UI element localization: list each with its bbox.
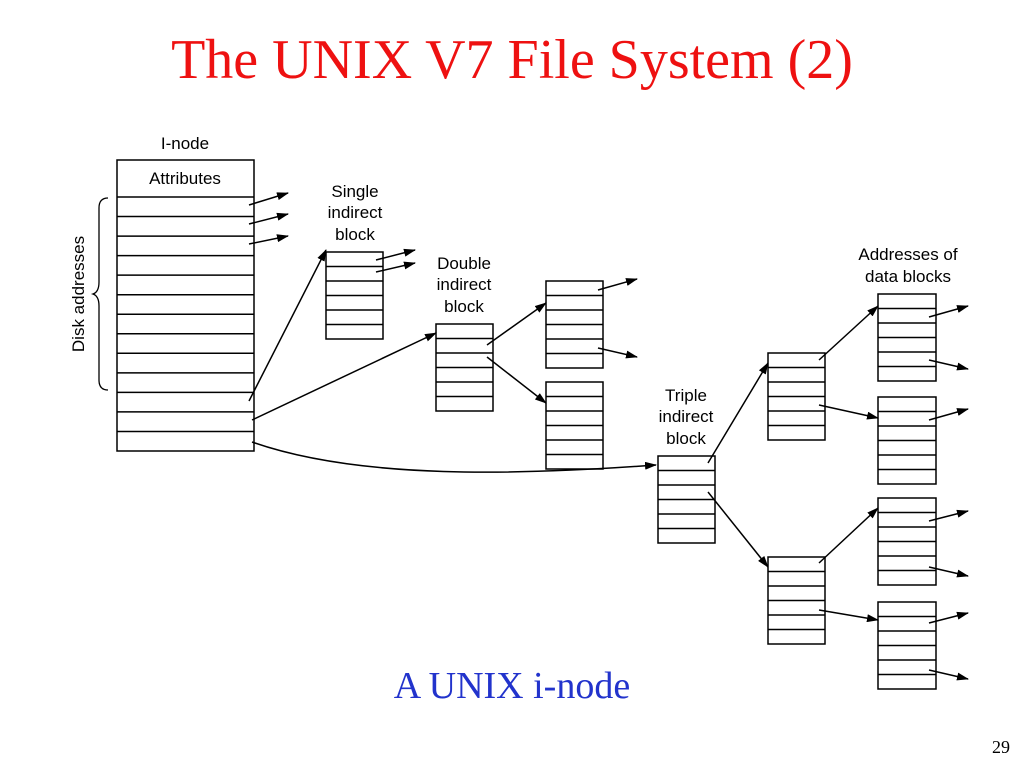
inode-block: I-node Attributes — [116, 134, 255, 452]
attributes-label: Attributes — [149, 169, 221, 188]
data-address-block — [877, 601, 937, 690]
svg-text:block: block — [335, 225, 375, 244]
triple-indirect-block — [657, 455, 716, 544]
svg-text:indirect: indirect — [659, 407, 714, 426]
pointer-arrow — [375, 261, 416, 273]
pointer-arrow — [486, 302, 547, 346]
disk-addresses-brace: Disk addresses — [69, 197, 109, 391]
svg-text:block: block — [444, 297, 484, 316]
double-indirect-label: Double indirect block — [437, 254, 492, 316]
data-address-block — [877, 293, 937, 382]
pointer-arrow — [248, 234, 289, 245]
triple-child-block — [767, 352, 826, 441]
single-indirect-label: Single indirect block — [328, 182, 383, 244]
pointer-arrow — [928, 566, 969, 578]
pointer-arrow — [248, 212, 289, 225]
pointer-arrow — [928, 509, 969, 522]
pointer-arrow — [486, 356, 547, 404]
single-indirect-block — [325, 251, 384, 340]
svg-text:indirect: indirect — [437, 275, 492, 294]
svg-text:block: block — [666, 429, 706, 448]
pointer-arrow — [928, 408, 969, 421]
page-number: 29 — [992, 737, 1010, 757]
pointer-arrow — [707, 362, 769, 464]
svg-text:Single: Single — [331, 182, 378, 201]
pointer-arrow — [818, 305, 879, 361]
pointer-arrow — [597, 347, 638, 359]
pointer-arrow — [818, 404, 879, 420]
pointer-arrow — [251, 441, 657, 473]
double-child-block — [545, 280, 604, 369]
pointer-arrow — [597, 278, 638, 291]
double-indirect-block — [435, 323, 494, 412]
pointer-arrow — [928, 669, 969, 681]
slide-title: The UNIX V7 File System (2) — [171, 29, 853, 91]
pointer-arrow — [248, 249, 327, 402]
data-address-block — [877, 497, 937, 586]
double-child-block — [545, 381, 604, 470]
pointer-arrow — [375, 248, 416, 261]
svg-text:indirect: indirect — [328, 203, 383, 222]
pointer-arrow — [818, 609, 879, 623]
pointer-arrow — [928, 305, 969, 318]
triple-indirect-label: Triple indirect block — [659, 386, 714, 448]
svg-text:Addresses of: Addresses of — [858, 245, 957, 264]
pointer-arrow — [928, 359, 969, 371]
slide-caption: A UNIX i-node — [393, 665, 631, 707]
data-blocks-label: Addresses of data blocks — [858, 245, 957, 286]
svg-text:Double: Double — [437, 254, 491, 273]
data-address-block — [877, 396, 937, 485]
svg-text:Triple: Triple — [665, 386, 707, 405]
pointer-arrow — [818, 507, 879, 564]
inode-label: I-node — [161, 134, 209, 153]
pointer-arrow — [928, 611, 969, 624]
disk-addresses-label: Disk addresses — [69, 236, 88, 352]
pointer-arrow — [707, 491, 769, 568]
pointer-arrow — [248, 192, 289, 206]
svg-text:data blocks: data blocks — [865, 267, 951, 286]
triple-child-block — [767, 556, 826, 645]
pointer-arrow — [251, 332, 437, 421]
